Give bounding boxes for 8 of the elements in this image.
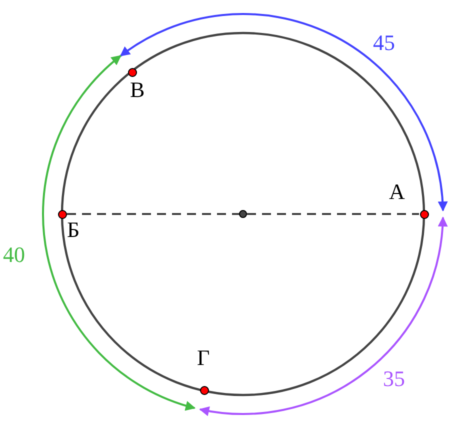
diameter-line — [67, 213, 419, 215]
point-label: А — [389, 181, 405, 203]
arc-arrow — [120, 13, 448, 212]
point-label: Г — [197, 347, 210, 369]
point-label: В — [130, 79, 145, 101]
arc-arrow — [199, 216, 448, 416]
point-label: Б — [67, 219, 80, 241]
arc-arrow — [42, 55, 196, 410]
